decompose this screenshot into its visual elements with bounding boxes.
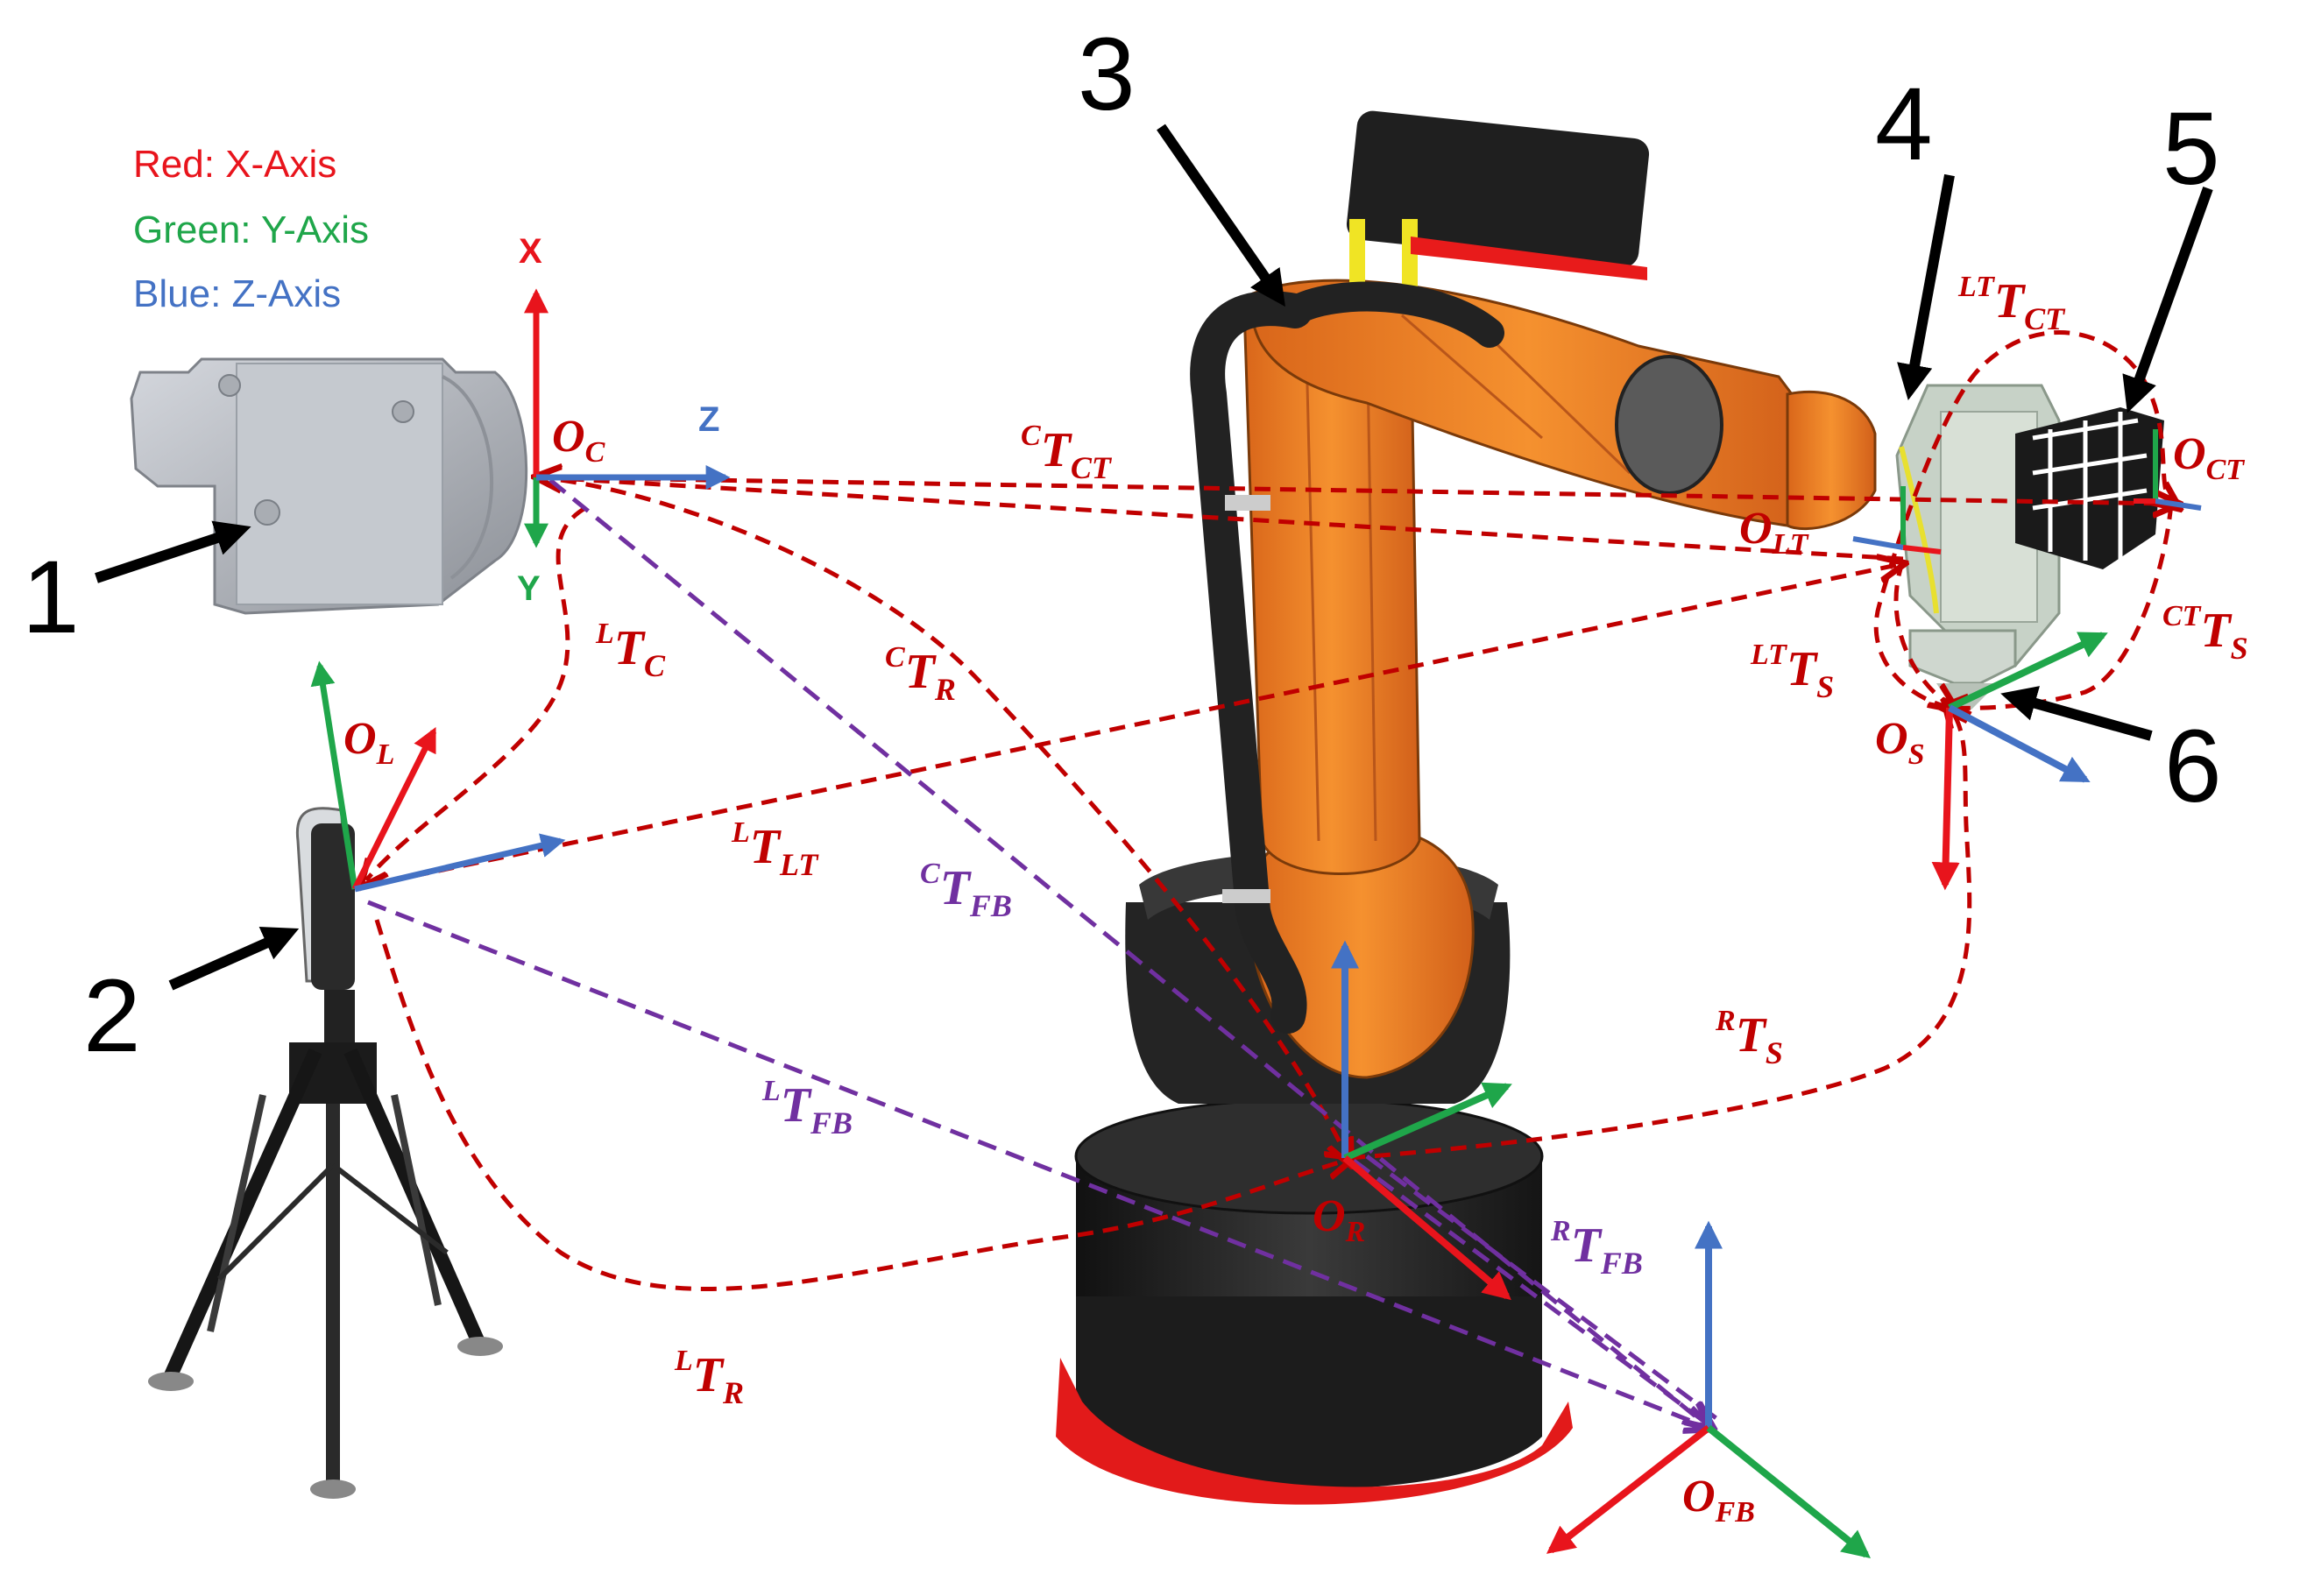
path-l-t-c xyxy=(366,505,587,880)
path-l-t-r xyxy=(374,919,1345,1291)
component-numbers: 1 2 3 4 5 6 xyxy=(22,17,2222,1074)
robot-arm xyxy=(1056,110,1877,1505)
camera-axis-x-label: X xyxy=(519,232,542,271)
number-2: 2 xyxy=(83,958,141,1074)
callout-arrow-1 xyxy=(95,520,251,583)
transform-label-l-t-c: LTC xyxy=(595,618,666,683)
path-r-t-fb-parallel xyxy=(1365,1155,1719,1421)
frame-label-robot: OR xyxy=(1313,1191,1365,1248)
frame-label-sensor: OS xyxy=(1875,714,1924,771)
path-c-t-ct xyxy=(542,475,2171,504)
legend-y-axis: Green: Y-Axis xyxy=(133,208,369,251)
legend-x-axis: Red: X-Axis xyxy=(133,143,336,186)
path-c-t-fb xyxy=(548,478,1704,1423)
path-lt-t-ct xyxy=(1873,330,2173,710)
number-3: 3 xyxy=(1078,17,1136,132)
path-ct-t-s xyxy=(1950,503,2174,708)
number-1: 1 xyxy=(22,540,80,655)
purple-transform-paths xyxy=(367,478,1719,1426)
camera-axis-y-label: Y xyxy=(517,569,541,608)
number-4: 4 xyxy=(1875,67,1933,182)
transform-label-ct-t-s: CTTS xyxy=(2162,600,2248,666)
path-lt-t-s xyxy=(1893,560,1950,705)
transform-label-lt-t-s: LTTS xyxy=(1750,639,1834,704)
number-6: 6 xyxy=(2164,709,2222,824)
frame-label-camera: OC xyxy=(552,412,605,469)
path-c-t-r xyxy=(560,477,1348,1158)
transform-label-c-t-ct: CTCT xyxy=(1021,420,1113,485)
callout-arrow-6 xyxy=(2000,686,2153,741)
frame-origin-labels: OC OL OR OFB OLT OCT OS xyxy=(343,412,2245,1529)
transform-label-r-t-s: RTS xyxy=(1715,1005,1783,1070)
camera-target-device xyxy=(2015,407,2164,569)
transform-label-l-t-fb: LTFB xyxy=(761,1075,853,1141)
camera-device xyxy=(130,357,528,615)
robot-frame-axes xyxy=(1331,940,1512,1301)
frame-label-lt-target: OLT xyxy=(1739,504,1809,561)
camera-axis-z-label: Z xyxy=(698,400,719,439)
sensor-frame-axes xyxy=(1931,632,2108,891)
axis-legend: Red: X-Axis Green: Y-Axis Blue: Z-Axis xyxy=(133,143,369,315)
frame-label-fixed-base: OFB xyxy=(1682,1472,1755,1529)
path-l-t-fb xyxy=(367,900,1704,1426)
path-r-t-s xyxy=(1348,708,1970,1161)
legend-z-axis: Blue: Z-Axis xyxy=(133,272,341,315)
transform-label-lt-t-ct: LTTCT xyxy=(1957,271,2066,336)
transform-label-r-t-fb: RTFB xyxy=(1550,1215,1643,1281)
frame-label-camera-target: OCT xyxy=(2173,429,2245,486)
path-l-t-lt-beam xyxy=(363,565,1897,889)
callout-arrows xyxy=(95,124,2213,991)
callout-arrow-3 xyxy=(1157,124,1285,307)
transform-label-l-t-r: LTR xyxy=(674,1345,744,1410)
callout-arrow-2 xyxy=(168,926,300,991)
camera-target-frame-axes xyxy=(2134,429,2202,511)
callout-arrow-4 xyxy=(1897,173,1955,401)
path-r-t-fb xyxy=(1352,1158,1707,1423)
transform-label-c-t-fb: CTFB xyxy=(920,858,1012,923)
red-transform-paths xyxy=(363,330,2174,1291)
callout-arrow-5 xyxy=(2122,186,2213,413)
lt-target-frame-axes xyxy=(1852,486,1942,554)
transform-labels: CTCT LTTCT CTTS LTTS LTC CTR LTLT CTFB L… xyxy=(595,271,2248,1410)
laser-tracker-frame-axes xyxy=(310,660,566,893)
transform-label-l-t-lt: LTLT xyxy=(731,816,819,882)
camera-frame-axes xyxy=(524,288,731,548)
frame-label-laser-tracker: OL xyxy=(343,714,394,771)
transform-label-c-t-r: CTR xyxy=(885,641,956,707)
laser-tracker-device xyxy=(148,807,503,1499)
number-5: 5 xyxy=(2162,91,2220,207)
fixed-base-frame-axes xyxy=(1546,1220,1871,1559)
